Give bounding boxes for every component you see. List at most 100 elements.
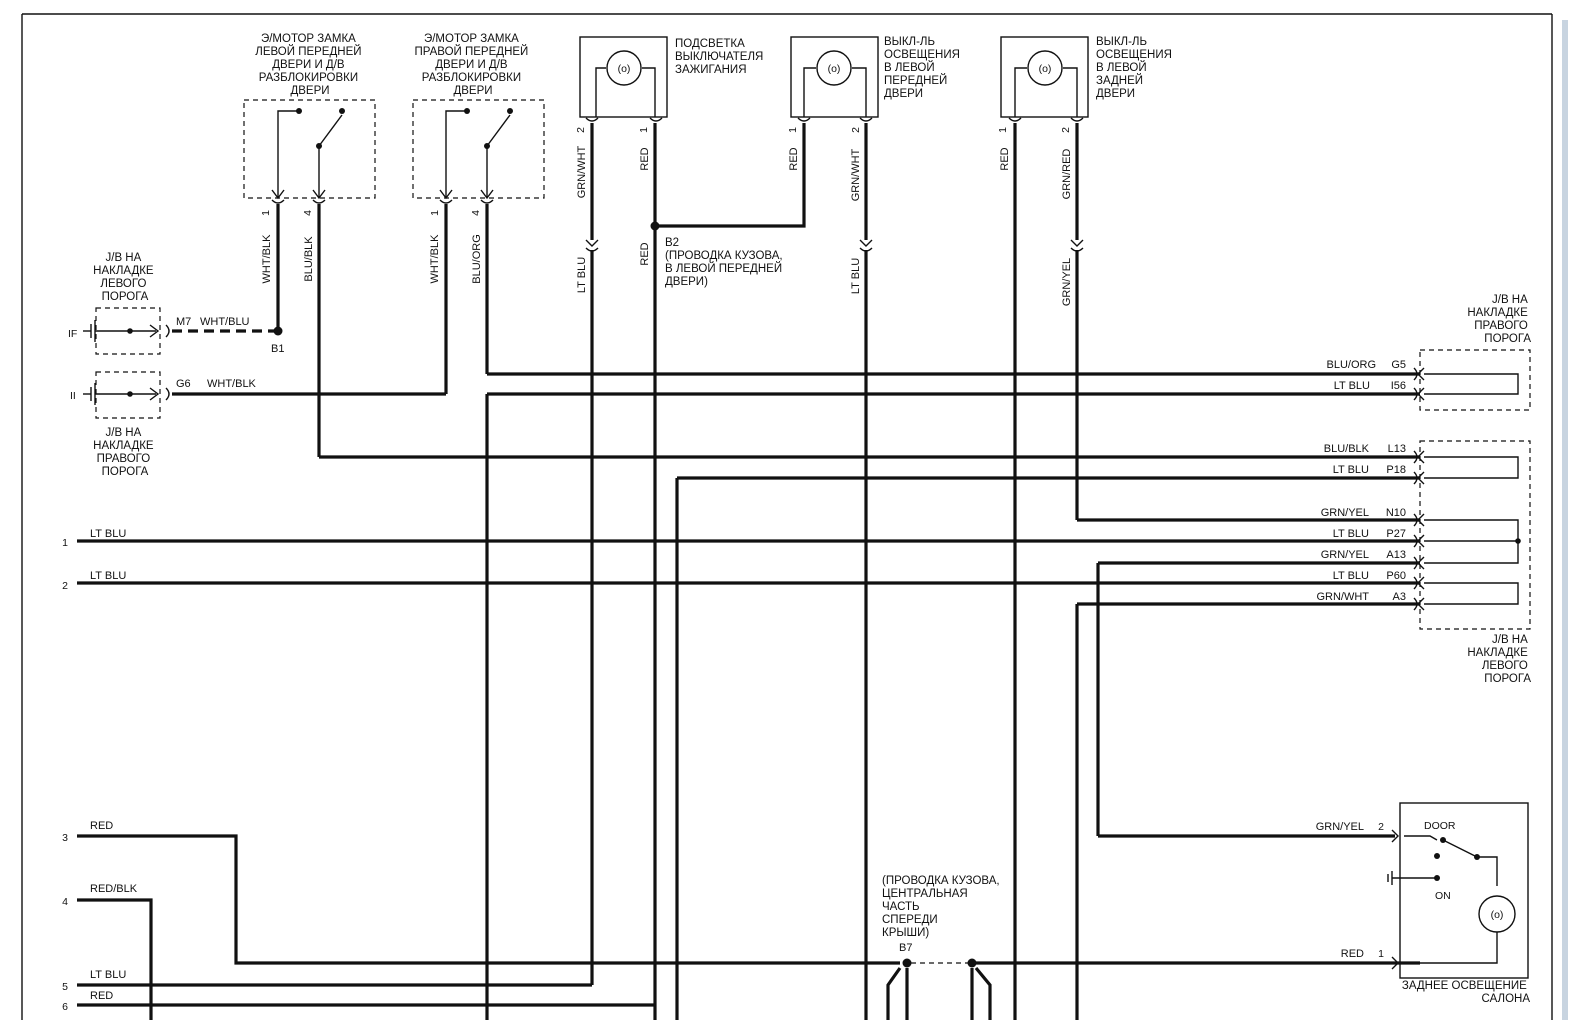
svg-text:RED: RED xyxy=(639,242,651,265)
svg-text:WHT/BLU: WHT/BLU xyxy=(200,316,250,328)
svg-text:GRN/YEL: GRN/YEL xyxy=(1321,507,1369,519)
svg-text:B1: B1 xyxy=(271,343,284,355)
svg-text:ВЫКЛ-ЛЬ ОСВЕЩЕНИЯ: ВЫКЛ-ЛЬ ОСВЕЩЕНИЯ В ЛЕВОЙ ЗАДНЕЙ ДВЕРИ xyxy=(1096,36,1175,100)
svg-text:1: 1 xyxy=(429,210,441,216)
svg-text:4: 4 xyxy=(302,210,314,216)
svg-text:1: 1 xyxy=(1378,948,1384,960)
svg-text:RED: RED xyxy=(90,990,113,1002)
svg-text:BLU/BLK: BLU/BLK xyxy=(303,236,315,282)
lr-door-switch-component: (o) ВЫКЛ-ЛЬ ОСВЕЩЕНИЯ В ЛЕВОЙ ЗАДНЕЙ ДВЕ… xyxy=(997,36,1175,133)
svg-text:L13: L13 xyxy=(1388,443,1406,455)
svg-text:G6: G6 xyxy=(176,378,191,390)
motor-left-component: Э/МОТОР ЗАМКА ЛЕВОЙ ПЕРЕДНЕЙ ДВЕРИ И Д/В… xyxy=(243,33,376,216)
jb-left-sill-right: J/B НА НАКЛАДКЕ ЛЕВОГО ПОРОГА xyxy=(1419,440,1531,685)
svg-text:LT BLU: LT BLU xyxy=(850,258,862,294)
svg-text:LT BLU: LT BLU xyxy=(90,570,126,582)
svg-text:J/B НА НАКЛАДКЕ ПР: J/B НА НАКЛАДКЕ ПРАВОГО ПОРОГА xyxy=(93,427,157,478)
svg-text:1: 1 xyxy=(997,127,1009,133)
motor-right-component: Э/МОТОР ЗАМКА ПРАВОЙ ПЕРЕДНЕЙ ДВЕРИ И Д/… xyxy=(412,33,545,216)
svg-text:2: 2 xyxy=(575,127,587,133)
svg-text:4: 4 xyxy=(470,210,482,216)
svg-text:GRN/RED: GRN/RED xyxy=(1061,149,1073,200)
svg-text:WHT/BLK: WHT/BLK xyxy=(261,234,273,284)
svg-text:1: 1 xyxy=(260,210,272,216)
svg-text:ON: ON xyxy=(1435,890,1451,902)
svg-text:2: 2 xyxy=(1378,821,1384,833)
left-numbered-lines: 1 LT BLU 2 LT BLU 3 RED 4 RED/BLK 5 LT B… xyxy=(62,528,1420,1020)
svg-text:RED: RED xyxy=(999,147,1011,170)
svg-text:(o): (o) xyxy=(618,63,631,75)
svg-text:P27: P27 xyxy=(1386,528,1406,540)
svg-text:Э/МОТОР ЗАМКА ЛЕВОЙ ПЕРЕ: Э/МОТОР ЗАМКА ЛЕВОЙ ПЕРЕДНЕЙ ДВЕРИ И Д/В… xyxy=(255,33,364,97)
svg-text:ПОДСВЕТКА ВЫКЛЮЧАТЕЛЯ: ПОДСВЕТКА ВЫКЛЮЧАТЕЛЯ ЗАЖИГАНИЯ xyxy=(675,38,767,76)
svg-text:A3: A3 xyxy=(1393,591,1406,603)
svg-text:3: 3 xyxy=(62,832,68,844)
svg-text:RED: RED xyxy=(90,820,113,832)
jb-left-sill-top: J/B НА НАКЛАДКЕ ЛЕВОГО ПОРОГА IF M7 WHT/… xyxy=(68,252,284,355)
svg-text:RED/BLK: RED/BLK xyxy=(90,883,138,895)
svg-text:GRN/YEL: GRN/YEL xyxy=(1316,821,1364,833)
svg-text:J/B НА НАКЛАДКЕ ПР: J/B НА НАКЛАДКЕ ПРАВОГО ПОРОГА xyxy=(1467,294,1531,345)
rear-light-component: DOOR ON (o) 2 1 GRN/YEL RED ЗАДНЕЕ ОСВЕЩ… xyxy=(1316,802,1530,1005)
svg-text:GRN/WHT: GRN/WHT xyxy=(1316,591,1369,603)
svg-text:WHT/BLK: WHT/BLK xyxy=(429,234,441,284)
svg-text:B2 (ПРОВОДКА КУЗОВА,: B2 (ПРОВОДКА КУЗОВА, В ЛЕВОЙ ПЕРЕДНЕЙ ДВ… xyxy=(665,237,786,288)
jb-right-sill-right: J/B НА НАКЛАДКЕ ПРАВОГО ПОРОГА xyxy=(1419,294,1531,411)
svg-text:LT BLU: LT BLU xyxy=(90,528,126,540)
svg-text:LT BLU: LT BLU xyxy=(90,969,126,981)
svg-text:6: 6 xyxy=(62,1001,68,1013)
svg-text:GRN/WHT: GRN/WHT xyxy=(850,148,862,201)
svg-text:WHT/BLK: WHT/BLK xyxy=(207,378,257,390)
b7-connector: (ПРОВОДКА КУЗОВА, ЦЕНТРАЛЬНАЯ ЧАСТЬ СПЕР… xyxy=(882,875,1420,1020)
svg-text:1: 1 xyxy=(62,537,68,549)
svg-text:5: 5 xyxy=(62,981,68,993)
svg-text:2: 2 xyxy=(1060,127,1072,133)
svg-text:B7: B7 xyxy=(899,942,912,954)
svg-text:2: 2 xyxy=(850,127,862,133)
svg-text:(o): (o) xyxy=(1491,909,1504,921)
right-terminal-labels: BLU/ORG G5 LT BLU I56 BLU/BLK L13 LT BLU… xyxy=(1316,359,1406,603)
svg-text:BLU/ORG: BLU/ORG xyxy=(471,234,483,284)
svg-text:GRN/YEL: GRN/YEL xyxy=(1321,549,1369,561)
svg-text:J/B НА НАКЛАДКЕ ЛЕ: J/B НА НАКЛАДКЕ ЛЕВОГО ПОРОГА xyxy=(1467,634,1531,685)
svg-text:BLU/BLK: BLU/BLK xyxy=(1324,443,1370,455)
svg-text:LT BLU: LT BLU xyxy=(576,257,588,293)
svg-text:(o): (o) xyxy=(828,63,841,75)
svg-text:P18: P18 xyxy=(1386,464,1406,476)
ign-light-component: (o) ПОДСВЕТКА ВЫКЛЮЧАТЕЛЯ ЗАЖИГАНИЯ 2 1 xyxy=(575,36,767,133)
svg-text:J/B НА НАКЛАДКЕ ЛЕ: J/B НА НАКЛАДКЕ ЛЕВОГО ПОРОГА xyxy=(93,252,157,303)
svg-text:1: 1 xyxy=(638,127,650,133)
svg-text:A13: A13 xyxy=(1386,549,1406,561)
svg-text:I56: I56 xyxy=(1391,380,1406,392)
motor-wires: WHT/BLK BLU/BLK WHT/BLK BLU/ORG xyxy=(261,204,1420,459)
svg-text:LT BLU: LT BLU xyxy=(1333,570,1369,582)
svg-text:RED: RED xyxy=(1341,948,1364,960)
svg-text:DOOR: DOOR xyxy=(1424,820,1456,832)
svg-text:(o): (o) xyxy=(1039,63,1052,75)
svg-text:LT BLU: LT BLU xyxy=(1334,380,1370,392)
svg-text:RED: RED xyxy=(639,147,651,170)
svg-text:Э/МОТОР ЗАМКА ПРАВОЙ ПЕР: Э/МОТОР ЗАМКА ПРАВОЙ ПЕРЕДНЕЙ ДВЕРИ И Д/… xyxy=(414,33,531,97)
svg-text:N10: N10 xyxy=(1386,507,1406,519)
svg-text:ВЫКЛ-ЛЬ ОСВЕЩЕНИЯ: ВЫКЛ-ЛЬ ОСВЕЩЕНИЯ В ЛЕВОЙ ПЕРЕДНЕЙ ДВЕРИ xyxy=(884,36,963,100)
lf-door-switch-component: (o) ВЫКЛ-ЛЬ ОСВЕЩЕНИЯ В ЛЕВОЙ ПЕРЕДНЕЙ Д… xyxy=(787,36,963,133)
svg-text:4: 4 xyxy=(62,896,68,908)
svg-text:IF: IF xyxy=(68,328,77,340)
svg-text:ЗАДНЕЕ ОСВЕЩЕНИЕ САЛОНА: ЗАДНЕЕ ОСВЕЩЕНИЕ САЛОНА xyxy=(1402,980,1530,1005)
svg-text:1: 1 xyxy=(787,127,799,133)
jb-right-sill-left: II G6 WHT/BLK J/B НА НАКЛАДКЕ ПРАВОГО ПО… xyxy=(70,371,446,478)
svg-text:II: II xyxy=(70,390,76,402)
svg-text:RED: RED xyxy=(788,147,800,170)
page-frame xyxy=(21,13,1568,1020)
svg-text:GRN/YEL: GRN/YEL xyxy=(1061,258,1073,306)
svg-text:G5: G5 xyxy=(1391,359,1406,371)
svg-text:M7: M7 xyxy=(176,316,191,328)
svg-text:2: 2 xyxy=(62,580,68,592)
svg-text:(ПРОВОДКА КУЗОВА, ЦЕНТР: (ПРОВОДКА КУЗОВА, ЦЕНТРАЛЬНАЯ ЧАСТЬ СПЕР… xyxy=(882,875,1003,939)
right-terminal-connectors xyxy=(1413,367,1425,611)
svg-text:P60: P60 xyxy=(1386,570,1406,582)
svg-text:GRN/WHT: GRN/WHT xyxy=(576,145,588,198)
svg-text:LT BLU: LT BLU xyxy=(1333,528,1369,540)
svg-text:LT BLU: LT BLU xyxy=(1333,464,1369,476)
